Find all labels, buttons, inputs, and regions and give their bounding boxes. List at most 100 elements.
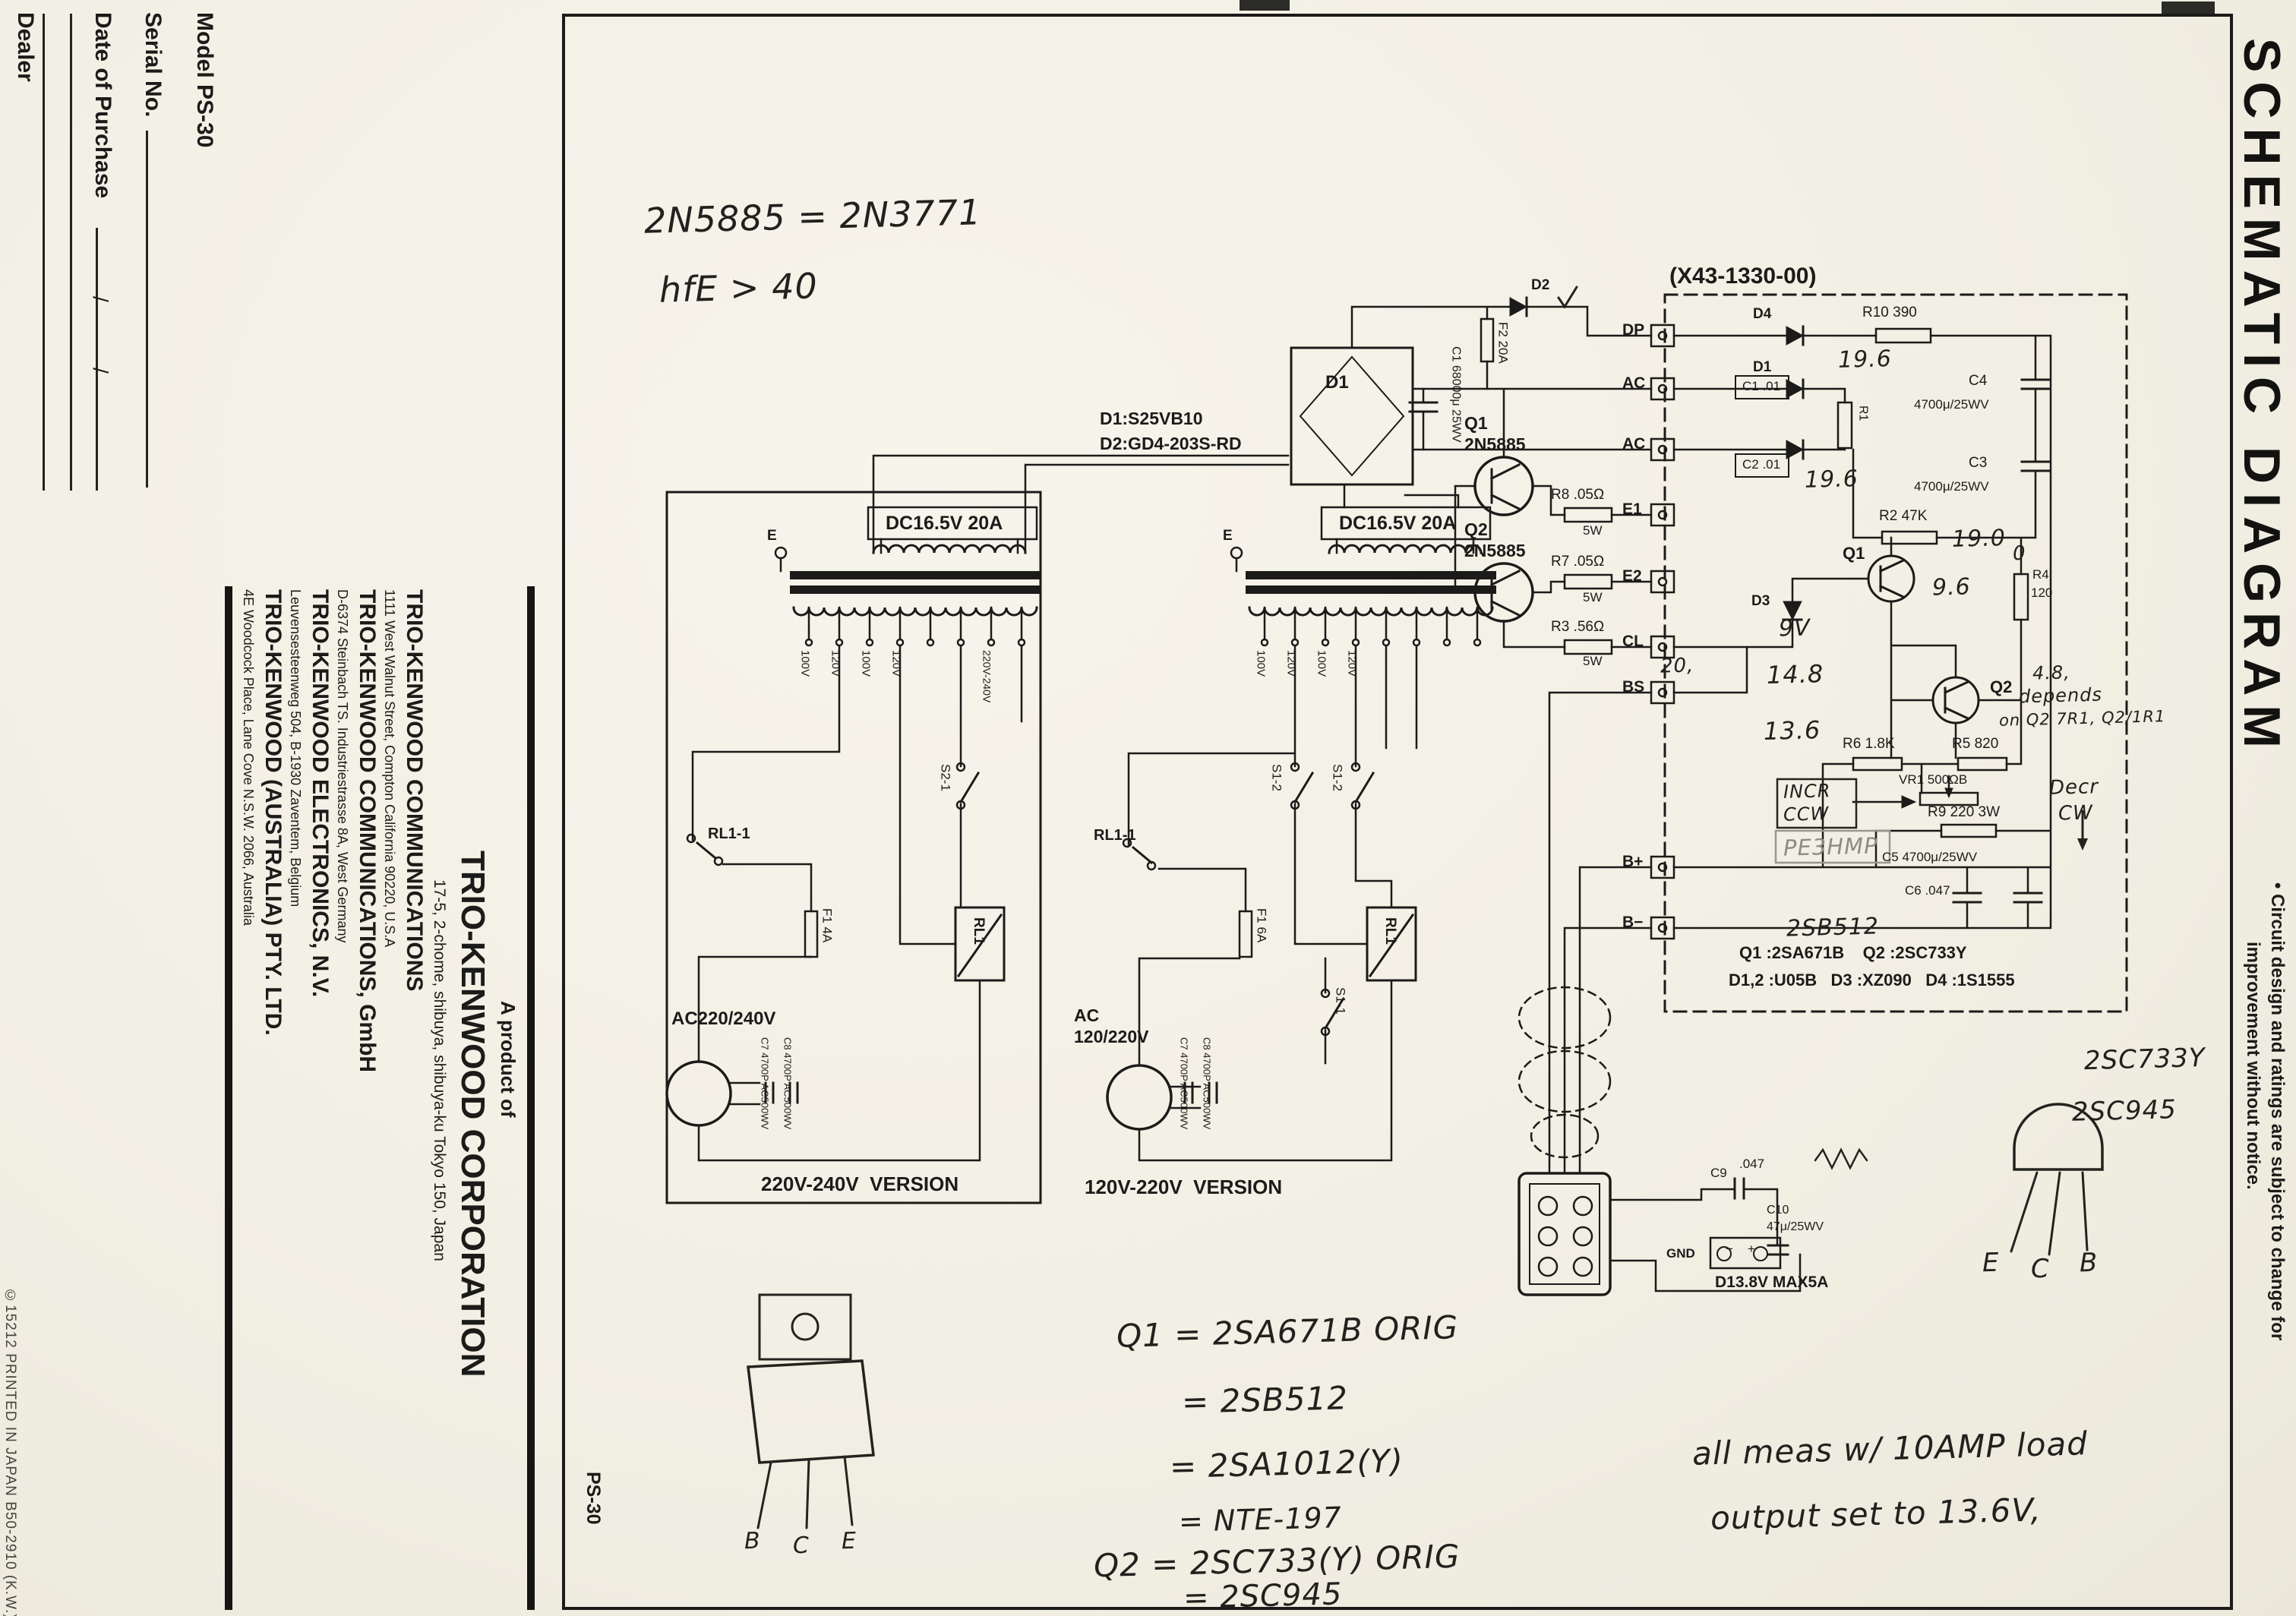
d2-part: D2:GD4-203S-RD (1100, 434, 1242, 453)
d2-top-ref: D2 (1531, 277, 1550, 293)
ac-right-1: AC (1074, 1005, 1100, 1025)
tap-3: 100V (859, 650, 873, 677)
r2: R2 47K (1879, 508, 1928, 524)
q1-type: 2N5885 (1464, 434, 1526, 454)
tap-6: 100V (1254, 650, 1268, 677)
company-address-usa: 1111 West Walnut Street, Compton Califor… (382, 589, 397, 948)
export-version-box (665, 491, 1042, 1204)
s1-1: S1-1 (1333, 987, 1348, 1015)
scan-blob (1240, 0, 1290, 11)
hv-190: 19.0 (1951, 525, 2007, 553)
dealer-fill-line-2 (70, 14, 72, 491)
q2r-ref: Q2 (1990, 677, 2013, 696)
rl1-left: RL1 (970, 917, 987, 945)
dealer-label: Dealer (13, 12, 38, 82)
r8-w: 5W (1583, 523, 1603, 538)
hand-q1-line1: Q1 = 2SA671B ORIG (1116, 1308, 1459, 1355)
incr-arrow (1901, 795, 1917, 809)
scan-blob (2162, 2, 2215, 14)
hand-resistor (1814, 1147, 1868, 1170)
hv-decr: Decr (2048, 775, 2099, 800)
ac-left: AC220/240V (671, 1008, 776, 1029)
c7-right: C7 4700P AC500WV (1178, 1037, 1190, 1130)
schematic-border (562, 14, 2233, 1610)
hand-meas-2: output set to 13.6V, (1710, 1491, 2042, 1537)
term-bplus: B+ (1622, 853, 1644, 870)
r7: R7 .05Ω (1551, 554, 1605, 570)
incr-ccw-box (1776, 778, 1858, 829)
company-address-nv: Leuvensesteenweg 504, B-1930 Zaventem, B… (288, 589, 303, 907)
hand-hfe-note: hfE > 40 (658, 265, 819, 311)
hv-196a: 19.6 (1837, 346, 1893, 374)
hand-transistor-sketch-left (747, 1293, 875, 1529)
term-bminus: B− (1622, 914, 1644, 931)
r3-w: 5W (1583, 654, 1603, 668)
date-fill-line (96, 228, 98, 491)
company-name-gmbh: TRIO-KENWOOD COMMUNICATIONS, GmbH (355, 589, 380, 1073)
ac-right-2: 120/220V (1074, 1027, 1149, 1046)
term-dp: DP (1622, 321, 1645, 339)
date-slash-2: / (89, 368, 112, 374)
term-ac1: AC (1622, 374, 1646, 392)
company-name-nv: TRIO-KENWOOD ELECTRONICS, N.V. (308, 589, 333, 998)
company-address-australia: 4E Woodcock Place, Lane Cove N.S.W. 2066… (241, 589, 256, 926)
serial-fill-line (146, 131, 148, 488)
tap-1: 100V (798, 650, 812, 677)
check-mark (1557, 286, 1578, 309)
hv-cw: CW (2058, 801, 2094, 825)
transformer-right (1248, 506, 1494, 617)
e-right: E (1223, 528, 1233, 544)
c8-right: C8 4700P AC500WV (1201, 1037, 1213, 1130)
f2-ref: F2 20A (1495, 322, 1511, 364)
company-address-gmbh: D-6374 Steinbach TS. Industriestrasse 8A… (335, 589, 350, 943)
hv-pe3hmp: PE3HMP (1783, 832, 1878, 861)
hand-meas-1: all meas w/ 10AMP load (1691, 1425, 2089, 1472)
hv-48: 4.8, (2032, 661, 2071, 684)
tap-2: 120V (829, 650, 842, 677)
leg-b-left: B (744, 1527, 762, 1555)
notice-line-1: • Circuit design and ratings are subject… (2267, 882, 2288, 1341)
rl1-right: RL1 (1382, 917, 1398, 945)
f1-left: F1 4A (820, 908, 835, 943)
vr1: VR1 500ΩB (1899, 772, 1968, 787)
f1-right: F1 6A (1254, 908, 1269, 943)
c7-left: C7 4700P AC500WV (759, 1037, 771, 1130)
d-subst-line: D1,2 :U05B D3 :XZ090 D4 :1S1555 (1729, 971, 2015, 989)
company-name-australia: TRIO-KENWOOD (AUSTRALIA) PTY. LTD. (261, 589, 286, 1036)
hand-transistor-sketch-right (2010, 1103, 2104, 1256)
c3-ref: C3 (1969, 455, 1988, 471)
c2r: C2 .01 (1742, 457, 1781, 472)
r8: R8 .05Ω (1551, 487, 1605, 503)
term-e2: E2 (1622, 567, 1642, 585)
term-cl: CL (1622, 633, 1644, 650)
d3-ref: D3 (1751, 593, 1770, 609)
r6: R6 1.8K (1843, 736, 1895, 752)
tap-9: 120V (1345, 650, 1359, 677)
term-e1: E1 (1622, 500, 1642, 518)
transformer-left (792, 506, 1038, 617)
diode-symbols (1509, 296, 1805, 621)
model-label: Model PS-30 (192, 12, 217, 148)
rl1-1-left: RL1-1 (708, 825, 750, 842)
vr1-wiper-arrow (1944, 787, 1953, 799)
c1-main: C1 68000μ 25WV (1449, 346, 1463, 443)
corporation-address: 17-5, 2-chome, shibuya, shibuya-ku Tokyo… (431, 879, 448, 1261)
hv-incr: INCR (1783, 780, 1831, 803)
term-bs: BS (1622, 678, 1645, 696)
purchase-date-label: Date of Purchase (90, 12, 115, 199)
term-ac2: AC (1622, 435, 1646, 453)
publisher-rule-bottom (225, 586, 232, 1610)
tx1-rating: DC16.5V 20A (886, 513, 1003, 534)
q1-ref: Q1 (1464, 413, 1488, 433)
board-id: (X43-1330-00) (1669, 264, 1817, 289)
r1-ref: R1 (1856, 406, 1870, 421)
switch-blades (695, 771, 1415, 1031)
leg-b-right: B (2079, 1247, 2099, 1279)
date-slash-1: / (89, 296, 112, 302)
r4-val: 120 (2031, 585, 2053, 600)
tap-4: 120V (889, 650, 903, 677)
cap-c2-box (1735, 453, 1789, 478)
